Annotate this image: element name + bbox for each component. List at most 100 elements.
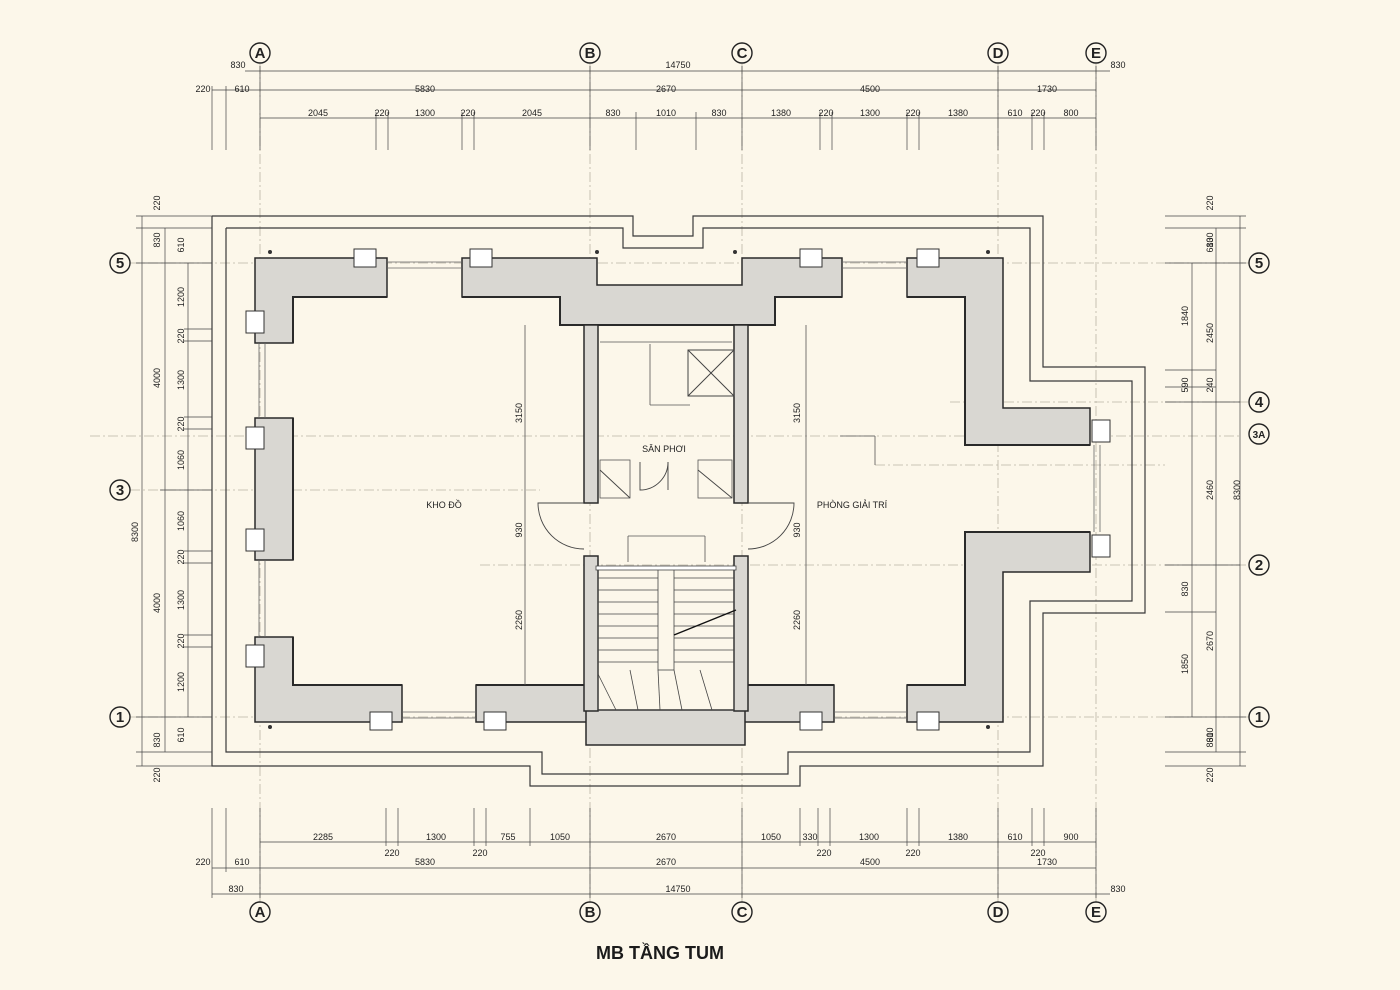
svg-text:A: A (255, 45, 266, 62)
dim-text: 1010 (656, 108, 676, 118)
windows (258, 261, 1101, 719)
corner-dots (268, 250, 990, 729)
dim-text: 610 (234, 84, 249, 94)
dim-text: 1200 (176, 672, 186, 692)
dim-text: 2670 (1205, 631, 1215, 651)
axis-bubble-3-left: 3 (109, 479, 131, 501)
svg-text:1: 1 (1255, 709, 1263, 726)
dim-text: 830 (152, 732, 162, 747)
dim-text: 2260 (792, 610, 802, 630)
dim-text: 900 (1063, 832, 1078, 842)
dim-text: 1840 (1180, 306, 1190, 326)
dim-text: 2285 (313, 832, 333, 842)
dim-text: 2460 (1205, 480, 1215, 500)
dim-text: 220 (1205, 195, 1215, 210)
dim-text: 830 (1180, 581, 1190, 596)
axis-bubble-5-left: 5 (109, 252, 131, 274)
core-walls (583, 324, 749, 712)
dimension-texts: 14750 830 830 220 610 5830 2670 4500 173… (195, 60, 1125, 894)
axis-bubble-4-right: 4 (1248, 391, 1270, 413)
svg-text:A: A (255, 904, 266, 921)
dim-text: 3150 (514, 403, 524, 423)
dim-text: 1380 (948, 108, 968, 118)
axis-bubble-2-right: 2 (1248, 554, 1270, 576)
svg-text:4: 4 (1255, 394, 1264, 411)
doors (537, 461, 795, 550)
dim-text: 800 (1063, 108, 1078, 118)
dim-text: 610 (234, 857, 249, 867)
dim-text: 830 (605, 108, 620, 118)
dim-text: 1300 (176, 370, 186, 390)
room-label-phong-giai-tri: PHÒNG GIẢI TRÍ (817, 499, 888, 510)
dim-text: 4500 (860, 84, 880, 94)
dim-text: 1300 (176, 590, 186, 610)
axis-bubble-1-right: 1 (1248, 706, 1270, 728)
dim-text: 1300 (860, 108, 880, 118)
dim-text: 830 (1205, 232, 1215, 247)
dim-text: 220 (176, 549, 186, 564)
dim-text: 1200 (176, 287, 186, 307)
svg-text:B: B (585, 45, 596, 62)
axis-bubble-e-top: E (1085, 42, 1107, 64)
axis-bubble-d-top: D (987, 42, 1009, 64)
room-labels: SÂN PHƠI KHO ĐỒ PHÒNG GIẢI TRÍ (426, 444, 887, 510)
dim-text: 220 (1030, 848, 1045, 858)
dim-text: 610 (1007, 832, 1022, 842)
dim-text: 610 (1205, 237, 1215, 252)
dim-text: 1060 (176, 450, 186, 470)
axis-bubble-c-top: C (731, 42, 753, 64)
dim-text: 2670 (656, 84, 676, 94)
dim-text: 4000 (152, 593, 162, 613)
vertical-dimension-texts: 220 830 8300 830 220 4000 4000 610 610 1… (130, 195, 1242, 782)
dim-text: 610 (176, 727, 186, 742)
dim-text: 1060 (176, 511, 186, 531)
svg-text:E: E (1091, 45, 1101, 62)
dim-text: 1850 (1180, 654, 1190, 674)
svg-text:3A: 3A (1253, 430, 1266, 441)
dim-text: 8300 (1232, 480, 1242, 500)
axis-bubble-c-bottom: C (731, 901, 753, 923)
dim-text: 1380 (771, 108, 791, 118)
dim-text: 830 (152, 232, 162, 247)
dim-text: 1050 (550, 832, 570, 842)
dim-top-end-right: 830 (1110, 60, 1125, 70)
dim-text: 755 (500, 832, 515, 842)
dim-text: 220 (152, 195, 162, 210)
axis-bubble-a-bottom: A (249, 901, 271, 923)
dim-text: 220 (195, 857, 210, 867)
dim-text: 220 (818, 108, 833, 118)
dim-text: 1300 (426, 832, 446, 842)
dim-text: 5830 (415, 84, 435, 94)
dim-top-end-left: 830 (230, 60, 245, 70)
axis-bubble-a-top: A (249, 42, 271, 64)
svg-text:B: B (585, 904, 596, 921)
svg-text:5: 5 (116, 255, 124, 272)
dim-text: 220 (1205, 767, 1215, 782)
axis-bubble-b-top: B (579, 42, 601, 64)
dim-text: 330 (802, 832, 817, 842)
dim-text: 1050 (761, 832, 781, 842)
dim-text: 220 (905, 108, 920, 118)
dim-text: 2670 (656, 832, 676, 842)
dim-text: 2045 (308, 108, 328, 118)
wall-lines (292, 296, 1090, 686)
dim-text: 1730 (1037, 84, 1057, 94)
dim-text: 220 (176, 416, 186, 431)
dim-text: 220 (384, 848, 399, 858)
dim-text: 610 (1007, 108, 1022, 118)
dim-text: 830 (1205, 732, 1215, 747)
svg-text:E: E (1091, 904, 1101, 921)
dim-text: 2260 (514, 610, 524, 630)
axis-bubble-3a-right: 3A (1248, 423, 1270, 445)
dim-text: 8300 (130, 522, 140, 542)
dim-text: 220 (905, 848, 920, 858)
dim-text: 220 (472, 848, 487, 858)
dim-text: 220 (374, 108, 389, 118)
dim-text: 830 (1110, 884, 1125, 894)
dim-text: 1300 (415, 108, 435, 118)
dim-bottom-total: 14750 (665, 884, 690, 894)
dim-text: 5830 (415, 857, 435, 867)
axis-bubble-e-bottom: E (1085, 901, 1107, 923)
svg-text:D: D (993, 45, 1004, 62)
